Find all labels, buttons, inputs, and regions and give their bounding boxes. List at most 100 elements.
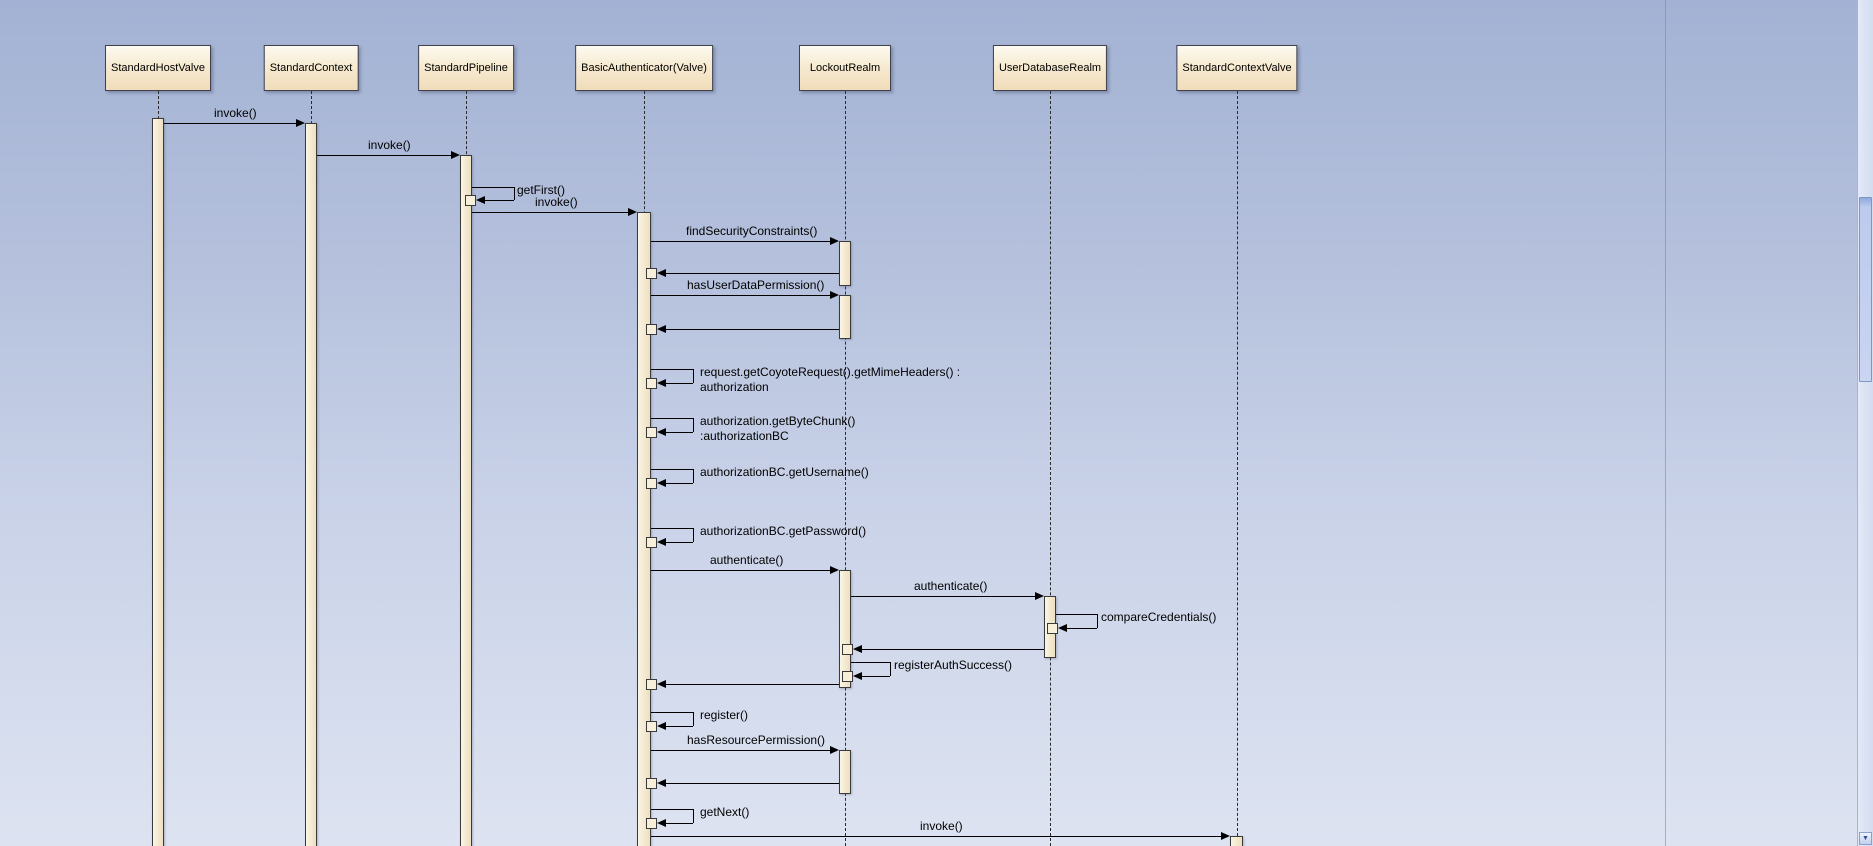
message-line-vertical[interactable] [693,528,694,542]
activation-bar[interactable] [305,123,317,846]
message-line-vertical[interactable] [693,809,694,823]
nested-activation[interactable] [646,818,657,829]
message-label[interactable]: invoke() [920,819,963,833]
message-arrowhead [628,208,637,216]
lifeline-box-standard-pipeline[interactable]: StandardPipeline [418,45,514,91]
message-label[interactable]: request.getCoyoteRequest().getMimeHeader… [700,365,961,394]
message-line[interactable] [1056,614,1097,615]
message-label[interactable]: authorizationBC.getUsername() [700,465,869,479]
nested-activation[interactable] [646,721,657,732]
message-line[interactable] [665,783,839,784]
message-line[interactable] [665,823,693,824]
message-label[interactable]: findSecurityConstraints() [686,224,818,238]
message-line[interactable] [651,369,693,370]
message-line-vertical[interactable] [693,369,694,383]
message-line-vertical[interactable] [693,469,694,483]
message-line[interactable] [651,809,693,810]
message-line[interactable] [861,649,1044,650]
message-label[interactable]: register() [700,708,749,722]
nested-activation[interactable] [646,679,657,690]
message-line[interactable] [651,750,831,751]
nested-activation[interactable] [646,268,657,279]
message-line[interactable] [651,469,693,470]
message-line[interactable] [665,483,693,484]
message-line[interactable] [484,200,514,201]
message-label[interactable]: authenticate() [914,579,988,593]
message-label[interactable]: authorizationBC.getPassword() [700,524,867,538]
message-line[interactable] [665,273,839,274]
activation-bar[interactable] [637,212,651,846]
lifeline-user-database-realm[interactable] [1050,91,1051,846]
activation-bar[interactable] [839,750,851,794]
lifeline-box-user-database-realm[interactable]: UserDatabaseRealm [992,45,1108,91]
message-line[interactable] [651,836,1222,837]
lifeline-box-standard-host-valve[interactable]: StandardHostValve [105,45,211,91]
lifeline-lockout-realm[interactable] [845,91,846,846]
message-label[interactable]: invoke() [214,106,257,120]
message-line-vertical[interactable] [890,662,891,676]
message-line[interactable] [472,212,629,213]
message-arrowhead [657,680,666,688]
nested-activation[interactable] [842,671,853,682]
message-label[interactable]: hasUserDataPermission() [687,278,825,292]
message-line-vertical[interactable] [1097,614,1098,628]
message-line[interactable] [651,570,831,571]
activation-bar[interactable] [839,295,851,339]
nested-activation[interactable] [646,378,657,389]
lifeline-box-standard-context-valve[interactable]: StandardContextValve [1176,45,1298,91]
message-line[interactable] [665,329,839,330]
nested-activation[interactable] [646,427,657,438]
message-line-vertical[interactable] [693,712,694,726]
message-line[interactable] [851,596,1036,597]
message-line-vertical[interactable] [693,418,694,432]
message-label[interactable]: invoke() [368,138,411,152]
message-label[interactable]: compareCredentials() [1101,610,1217,624]
message-label[interactable]: authenticate() [710,553,784,567]
vertical-scrollbar[interactable]: ▼ [1857,0,1873,846]
nested-activation[interactable] [465,195,476,206]
message-line[interactable] [472,187,514,188]
message-line[interactable] [164,123,297,124]
message-label[interactable]: invoke() [535,195,578,209]
nested-activation[interactable] [842,644,853,655]
message-line[interactable] [665,726,693,727]
activation-bar[interactable] [152,118,164,846]
message-label[interactable]: getFirst() [517,183,565,197]
activation-bar[interactable] [460,155,472,846]
message-line[interactable] [651,295,831,296]
message-line-vertical[interactable] [514,187,515,200]
message-label[interactable]: registerAuthSuccess() [894,658,1013,672]
message-label[interactable]: getNext() [700,805,750,819]
nested-activation[interactable] [646,778,657,789]
message-line[interactable] [861,676,890,677]
message-line[interactable] [317,155,452,156]
message-line[interactable] [651,241,831,242]
scroll-down-icon: ▼ [1862,835,1869,842]
lifeline-box-basic-authenticator[interactable]: BasicAuthenticator(Valve) [575,45,713,91]
activation-bar[interactable] [839,241,851,286]
message-line[interactable] [665,684,839,685]
message-line[interactable] [665,542,693,543]
message-line[interactable] [665,432,693,433]
lifeline-standard-context-valve[interactable] [1237,91,1238,846]
message-line[interactable] [651,712,693,713]
nested-activation[interactable] [646,478,657,489]
message-line[interactable] [851,662,890,663]
activation-bar[interactable] [1230,836,1243,846]
lifeline-box-standard-context[interactable]: StandardContext [263,45,359,91]
message-line[interactable] [651,528,693,529]
message-label[interactable]: authorization.getByteChunk() :authorizat… [700,414,856,443]
scrollbar-thumb[interactable] [1859,197,1872,382]
message-line[interactable] [651,418,693,419]
lifeline-box-lockout-realm[interactable]: LockoutRealm [799,45,891,91]
nested-activation[interactable] [646,324,657,335]
message-arrowhead [657,428,666,436]
message-arrowhead [657,819,666,827]
message-line[interactable] [1066,628,1097,629]
message-label[interactable]: hasResourcePermission() [687,733,826,747]
message-line[interactable] [665,383,693,384]
nested-activation[interactable] [1047,623,1058,634]
nested-activation[interactable] [646,537,657,548]
activation-bar[interactable] [839,570,851,688]
scrollbar-down-button[interactable]: ▼ [1859,832,1872,845]
